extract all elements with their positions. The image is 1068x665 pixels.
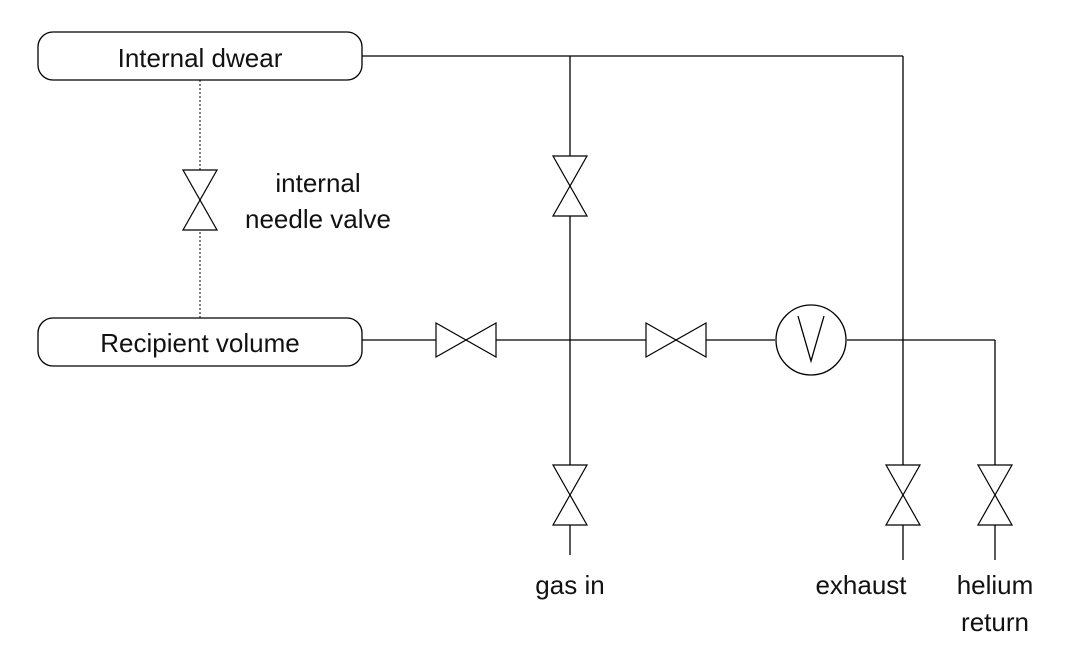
- valve-icon: [976, 464, 1014, 526]
- valve-exhaust: [884, 464, 922, 526]
- valve-recipient-line: [435, 321, 497, 359]
- valve-dewar-line: [551, 155, 589, 217]
- internal-dewar-node: Internal dwear: [37, 31, 363, 81]
- valve-icon: [435, 321, 497, 359]
- internal-dewar-box: [37, 31, 363, 81]
- valve-icon: [551, 464, 589, 526]
- internal-dewar-label: Internal dwear: [118, 43, 283, 73]
- pipe-network: [199, 55, 996, 560]
- helium-return-label-line2: return: [961, 607, 1029, 637]
- valve-gas-in: [551, 464, 589, 526]
- recipient-volume-node: Recipient volume: [37, 317, 363, 367]
- valve-icon: [645, 321, 707, 359]
- valve-icon: [884, 464, 922, 526]
- recipient-volume-label: Recipient volume: [100, 328, 299, 358]
- valve-icon: [551, 155, 589, 217]
- needle-valve-label-line2: needle valve: [245, 204, 391, 234]
- gauge-circle: [775, 304, 847, 376]
- gauge-needle-icon: [797, 315, 825, 364]
- recipient-volume-box: [37, 317, 363, 367]
- valve-helium-return: [976, 464, 1014, 526]
- gas-in-label: gas in: [535, 570, 604, 600]
- pressure-gauge: [775, 304, 847, 376]
- needle-valve-icon: [181, 169, 219, 231]
- valve-needle: [181, 169, 219, 231]
- needle-valve-label-line1: internal: [275, 168, 360, 198]
- valve-gauge-line: [645, 321, 707, 359]
- helium-return-label-line1: helium: [957, 570, 1034, 600]
- exhaust-label: exhaust: [815, 570, 907, 600]
